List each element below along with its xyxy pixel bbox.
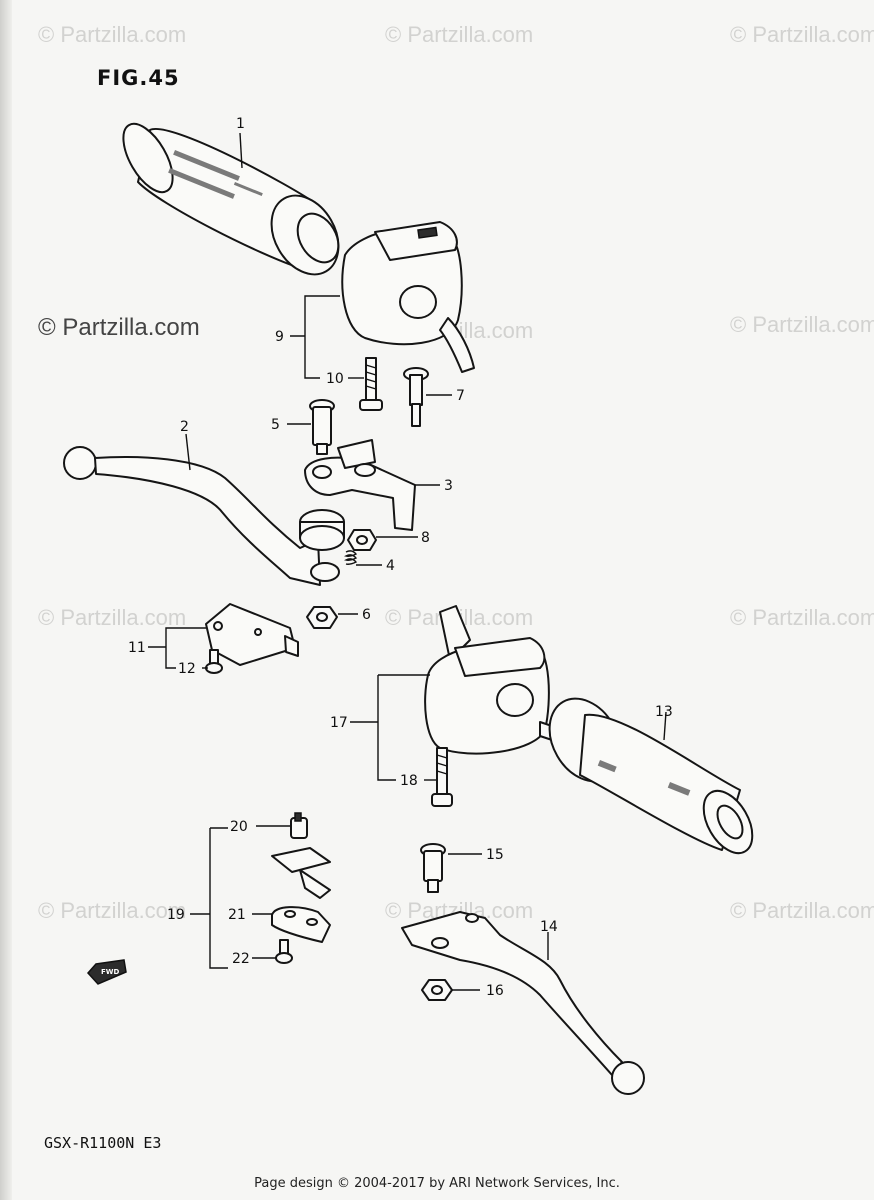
callout-22: 22	[232, 951, 250, 967]
model-code: GSX-R1100N E3	[44, 1134, 162, 1152]
callout-8: 8	[421, 530, 430, 546]
watermark: © Partzilla.com	[38, 605, 187, 630]
callout-1: 1	[236, 116, 245, 132]
callout-21: 21	[228, 907, 246, 923]
callout-numbers: 1 9 10 7 5 2 3 8 4 6 11 12 17 18 13 20 1…	[128, 116, 673, 999]
watermark-dark: © Partzilla.com	[38, 314, 200, 341]
callout-14: 14	[540, 919, 558, 935]
callout-18: 18	[400, 773, 418, 789]
pivot-bolt-15[interactable]	[420, 843, 446, 893]
figure-label: FIG.45	[97, 66, 180, 90]
switch-screw-18[interactable]	[431, 747, 453, 807]
left-handlebar-grip[interactable]	[113, 116, 352, 286]
watermark: © Partzilla.com	[730, 898, 874, 923]
watermark: © Partzilla.com	[38, 898, 187, 923]
clutch-switch-11[interactable]	[205, 603, 299, 666]
watermark: © Partzilla.com	[730, 22, 874, 47]
callout-13: 13	[655, 704, 673, 720]
callout-2: 2	[180, 419, 189, 435]
callout-11: 11	[128, 640, 146, 656]
callout-19: 19	[167, 907, 185, 923]
right-handlebar-grip[interactable]	[535, 686, 762, 862]
page-footer: Page design © 2004-2017 by ARI Network S…	[254, 1176, 620, 1191]
leader-lines	[148, 132, 667, 991]
clip-20[interactable]	[290, 812, 308, 839]
watermark: © Partzilla.com	[385, 22, 534, 47]
watermark: © Partzilla.com	[730, 605, 874, 630]
front-brake-lever[interactable]	[401, 911, 645, 1095]
callout-7: 7	[456, 388, 465, 404]
nut-8[interactable]	[347, 529, 377, 551]
pivot-bolt-5[interactable]	[309, 399, 335, 455]
screw-22[interactable]	[275, 939, 293, 964]
watermark: © Partzilla.com	[730, 312, 874, 337]
clutch-lever[interactable]	[63, 446, 345, 586]
lever-holder-3[interactable]	[304, 439, 416, 531]
callout-5: 5	[271, 417, 280, 433]
nut-16[interactable]	[421, 979, 453, 1001]
nut-6[interactable]	[306, 606, 338, 629]
fwd-label: FWD	[101, 968, 120, 976]
lever-screw-7[interactable]	[403, 367, 429, 427]
callout-20: 20	[230, 819, 248, 835]
watermark: © Partzilla.com	[38, 22, 187, 47]
switch-screw-12[interactable]	[205, 649, 223, 674]
plate-21[interactable]	[271, 906, 331, 943]
scan-edge	[0, 0, 12, 1200]
callout-10: 10	[326, 371, 344, 387]
callout-16: 16	[486, 983, 504, 999]
callout-12: 12	[178, 661, 196, 677]
left-handlebar-switch[interactable]	[341, 221, 475, 373]
spring-4[interactable]	[343, 550, 358, 565]
right-handlebar-switch[interactable]	[424, 605, 553, 755]
callout-15: 15	[486, 847, 504, 863]
callout-3: 3	[444, 478, 453, 494]
callout-6: 6	[362, 607, 371, 623]
forward-direction-marker: FWD	[86, 959, 127, 985]
callout-4: 4	[386, 558, 395, 574]
callout-17: 17	[330, 715, 348, 731]
bracket-plate-19[interactable]	[271, 847, 331, 899]
callout-9: 9	[275, 329, 284, 345]
switch-screw-10[interactable]	[359, 357, 383, 411]
